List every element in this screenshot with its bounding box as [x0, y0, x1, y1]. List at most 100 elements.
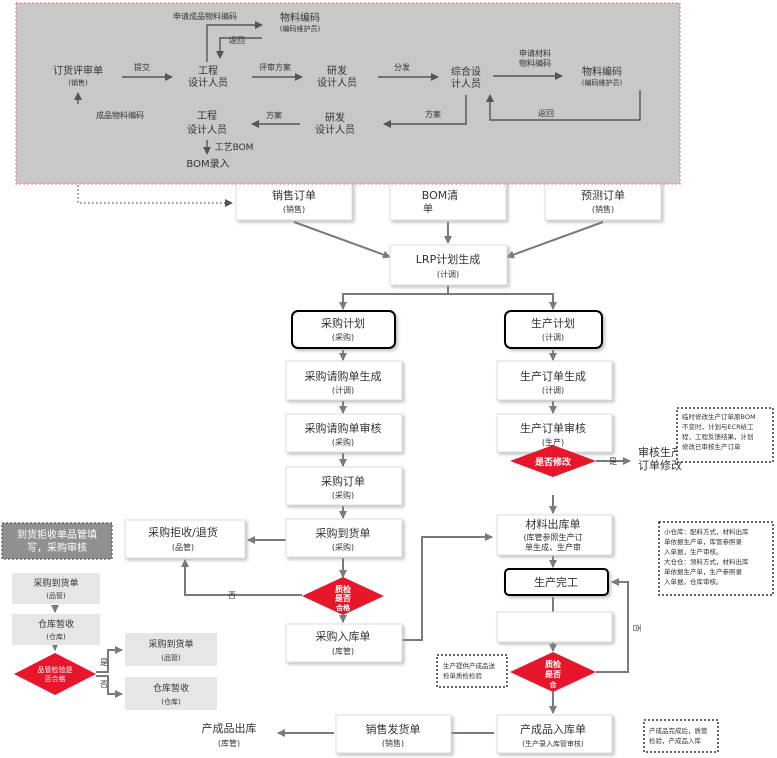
note-1-text: 临时修改生产订单原BOM 不变时，计划与ECR给工 程，工程反馈结果，计划 修改… — [682, 412, 758, 451]
blank-box — [496, 611, 613, 643]
qm-check-label-b: 否合格 — [45, 674, 66, 683]
qm-check-label: 品管检验是 — [38, 665, 73, 674]
po-label: 采购订单 — [321, 474, 365, 488]
reject-note-line2: 写，采购审核 — [27, 541, 87, 554]
pr-review-role: (采购) — [332, 437, 354, 447]
integrated-designer-label-b: 计人员 — [451, 77, 481, 90]
fg-in-role: (生产录入库管审核) — [522, 739, 584, 748]
qc-temp-role: (仓库) — [46, 632, 66, 641]
fg-out-role: (库管) — [218, 738, 240, 748]
qc-arrival-label: 采购到货单 — [33, 577, 78, 589]
purchase-plan-role: (采购) — [332, 332, 354, 342]
note-4: 产成品完成后，质管 检验，产成品入库 — [643, 719, 719, 753]
po-box: 采购订单 (采购) — [285, 466, 403, 506]
fg-no-label: 否 — [632, 624, 641, 632]
ok-temp-label: 仓库暂收 — [153, 682, 189, 694]
qc-decision-label: 质检 — [335, 584, 351, 594]
material-out-label: 材料出库单 — [526, 517, 581, 531]
warehouse-in-label: 采购入库单 — [316, 629, 371, 643]
fg-qc-label-c: 合 — [549, 680, 558, 689]
note-2: 小仓库：配料方式，材料出库 单依据生产单，库管参照录 入单据，生产审核。 大仓仓… — [658, 521, 774, 596]
engineer-1-label: 工程 — [198, 65, 218, 77]
sales-ship-box: 销售发货单 (销售) — [335, 714, 452, 754]
sales-order-role: (销售) — [283, 204, 305, 214]
rd-2-label-b: 设计人员 — [315, 123, 355, 136]
product-material-code-label: 成品物料编码 — [96, 110, 144, 120]
mo-gen-role: (计调) — [542, 385, 564, 395]
modify-decision: 是否修改 — [510, 445, 596, 477]
engineer-2-label: 工程 — [197, 110, 217, 122]
material-code-b-role: (编码维护员) — [582, 78, 623, 87]
apply-material-label-b: 物料编码 — [519, 58, 551, 68]
rd-1-label: 研发 — [327, 64, 347, 77]
purchase-plan-label: 采购计划 — [321, 316, 365, 330]
note-4-text: 产成品完成后，质管 检验，产成品入库 — [649, 726, 710, 745]
bom-entry-label: BOM录入 — [186, 158, 229, 170]
review-modify-note-b: 订单修改 — [638, 458, 682, 472]
main-connectors — [51, 221, 631, 737]
arrival-role: (采购) — [332, 542, 354, 552]
forecast-order-label: 预测订单 — [581, 189, 625, 202]
review-modify-note: 审核生产 — [638, 445, 682, 459]
material-code-a-role: (编码维护员) — [280, 24, 321, 33]
purchase-plan-box: 采购计划 (采购) — [291, 310, 396, 349]
po-role: (采购) — [332, 490, 354, 500]
submit-label: 提交 — [134, 62, 150, 72]
rd-2-label: 研发 — [325, 111, 345, 124]
forecast-order-box: 预测订单 (销售) — [544, 179, 662, 221]
modify-yes-label: 是 — [609, 457, 617, 466]
plan-b-label: 方案 — [425, 109, 441, 119]
ok-temp-role: (仓库) — [161, 697, 181, 706]
fg-out-node: 产成品出库 (库管) — [202, 721, 257, 748]
sales-ship-role: (销售) — [382, 738, 404, 748]
engineer-1-label-b: 设计人员 — [188, 76, 228, 89]
material-out-label-b: (库管参照生产订 — [523, 532, 582, 542]
note-3-text: 生产提供产成品送 检单质检检验 — [443, 661, 497, 680]
mo-review-label: 生产订单审核 — [520, 421, 586, 435]
production-plan-label: 生产计划 — [531, 316, 575, 330]
pr-review-box: 采购请购单审核 (采购) — [285, 413, 403, 453]
reject-box: 采购拒收/退货 (品管) — [124, 519, 246, 559]
dotted-connector — [77, 185, 233, 207]
rd-1-label-b: 设计人员 — [317, 76, 357, 89]
material-out-label-c: 单生成，生产审 — [525, 542, 581, 552]
ok-arrival-label: 采购到货单 — [148, 638, 193, 650]
sales-order-label: 销售订单 — [272, 188, 316, 202]
mo-gen-box: 生产订单生成 (计调) — [496, 360, 613, 401]
material-code-a-label: 物料编码 — [280, 11, 320, 24]
note-1: 临时修改生产订单原BOM 不变时，计划与ECR给工 程，工程反馈结果，计划 修改… — [676, 407, 774, 463]
process-bom-label: 工艺BOM — [215, 142, 254, 153]
engineer-2-label-b: 设计人员 — [187, 123, 227, 136]
ok-arrival-role: (品管) — [161, 653, 181, 662]
distribute-label: 分发 — [394, 62, 410, 72]
qm-yes-label: 是 — [100, 658, 108, 667]
apply-material-label: 申请材料 — [519, 48, 551, 58]
forecast-order-role: (销售) — [592, 204, 614, 214]
warehouse-in-role: (库管) — [332, 646, 354, 656]
arrival-label: 采购到货单 — [316, 526, 371, 540]
pr-review-label: 采购请购单审核 — [305, 421, 382, 435]
lrp-box: LRP计划生成 (计调) — [389, 244, 508, 286]
material-out-box: 材料出库单 (库管参照生产订 单生成，生产审 — [496, 514, 613, 556]
fg-qc-label-b: 是否 — [544, 669, 561, 679]
modify-decision-label: 是否修改 — [534, 456, 572, 468]
ok-temp-box: 仓库暂收 (仓库) — [125, 677, 217, 710]
fg-in-box: 产成品入库单 (生产录入库管审核) — [496, 714, 613, 754]
design-process-panel: 订货评审单 (销售) 提交 申请成品物料编码 工程 设计人员 物料编码 (编码维… — [15, 2, 681, 185]
return-b-label: 返回 — [538, 109, 554, 118]
fg-out-label: 产成品出库 — [202, 721, 257, 735]
order-review-role: (销售) — [68, 78, 88, 87]
qc-no-label: 否 — [228, 591, 236, 600]
bom-list-label: BOM清 — [422, 189, 459, 202]
arrival-box: 采购到货单 (采购) — [285, 518, 403, 558]
reject-note-box: 到货拒收单品管填 写，采购审核 — [1, 522, 113, 560]
integrated-designer-label: 综合设 — [451, 65, 481, 78]
prod-done-label: 生产完工 — [534, 575, 578, 589]
fg-in-label: 产成品入库单 — [520, 722, 586, 736]
qc-temp-label: 仓库暂收 — [38, 618, 74, 630]
lrp-role: (计调) — [437, 269, 459, 279]
note-2-text: 小仓库：配料方式，材料出库 单依据生产单，库管参照录 入单据，生产审核。 大仓仓… — [664, 527, 751, 586]
lrp-label: LRP计划生成 — [416, 252, 480, 266]
qc-temp-box: 仓库暂收 (仓库) — [12, 614, 100, 645]
